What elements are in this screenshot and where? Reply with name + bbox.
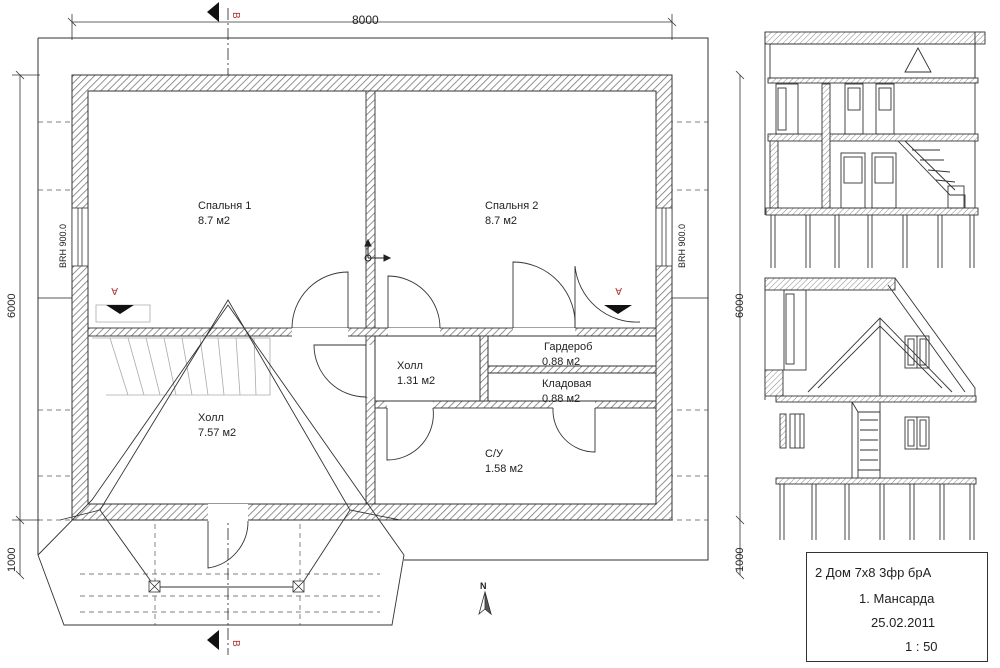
- section-letter-b-bottom: B: [230, 640, 241, 647]
- window-label-left: BRH 900.0: [58, 223, 68, 268]
- roof-ridge-lines: [37, 299, 405, 626]
- origin-marker: [364, 238, 392, 262]
- room-area-bedroom-2: 8.7 м2: [485, 215, 518, 227]
- dimension-lines: [12, 14, 745, 580]
- dim-left-bottom: 1000: [6, 547, 18, 572]
- room-area-hall-small: 1.31 м2: [397, 375, 436, 387]
- room-area-wardrobe: 0.88 м2: [542, 356, 581, 368]
- room-name-hall-small: Холл: [397, 360, 423, 372]
- dim-right-main: 6000: [734, 293, 746, 318]
- north-arrow-icon: [478, 590, 492, 616]
- section-marker-b-bottom: [207, 630, 219, 650]
- room-name-hall-large: Холл: [198, 412, 224, 424]
- section-marker-a-left: [106, 305, 134, 314]
- section-letter-a-left: A: [111, 285, 118, 296]
- north-label: N: [480, 581, 487, 591]
- title-block: 2 Дом 7х8 3фр брА 1. Мансарда 25.02.2011…: [806, 552, 988, 662]
- room-name-bedroom-1: Спальня 1: [198, 200, 252, 212]
- dim-left-main: 6000: [6, 293, 18, 318]
- window-label-right: BRH 900.0: [677, 223, 687, 268]
- elevation-upper: [764, 31, 986, 268]
- title-project: 2 Дом 7х8 3фр брА: [815, 565, 932, 580]
- small-room-outlines: [374, 335, 657, 402]
- title-date: 25.02.2011: [871, 615, 936, 630]
- room-area-bathroom: 1.58 м2: [485, 463, 524, 475]
- section-marker-b-top: [207, 2, 219, 22]
- section-letter-a-right: A: [615, 285, 622, 296]
- room-area-bedroom-1: 8.7 м2: [198, 215, 231, 227]
- room-name-bedroom-2: Спальня 2: [485, 200, 539, 212]
- section-marker-a-right: [604, 305, 632, 314]
- door-swings: [207, 261, 641, 569]
- windows: [71, 207, 673, 267]
- dim-right-bottom: 1000: [734, 547, 746, 572]
- section-letter-b-top: B: [230, 12, 241, 19]
- room-name-wardrobe: Гардероб: [544, 341, 593, 353]
- room-name-bathroom: С/У: [485, 448, 503, 460]
- interior-walls: [87, 90, 657, 505]
- elevation-lower: [764, 277, 977, 540]
- room-area-storage: 0.88 м2: [542, 393, 581, 405]
- title-scale: 1 : 50: [905, 639, 938, 654]
- title-sheet: 1. Мансарда: [859, 591, 935, 606]
- room-area-hall-large: 7.57 м2: [198, 427, 237, 439]
- room-name-storage: Кладовая: [542, 378, 592, 390]
- dim-top: 8000: [352, 13, 379, 27]
- posts: [148, 580, 305, 593]
- roof-outline: [37, 37, 709, 561]
